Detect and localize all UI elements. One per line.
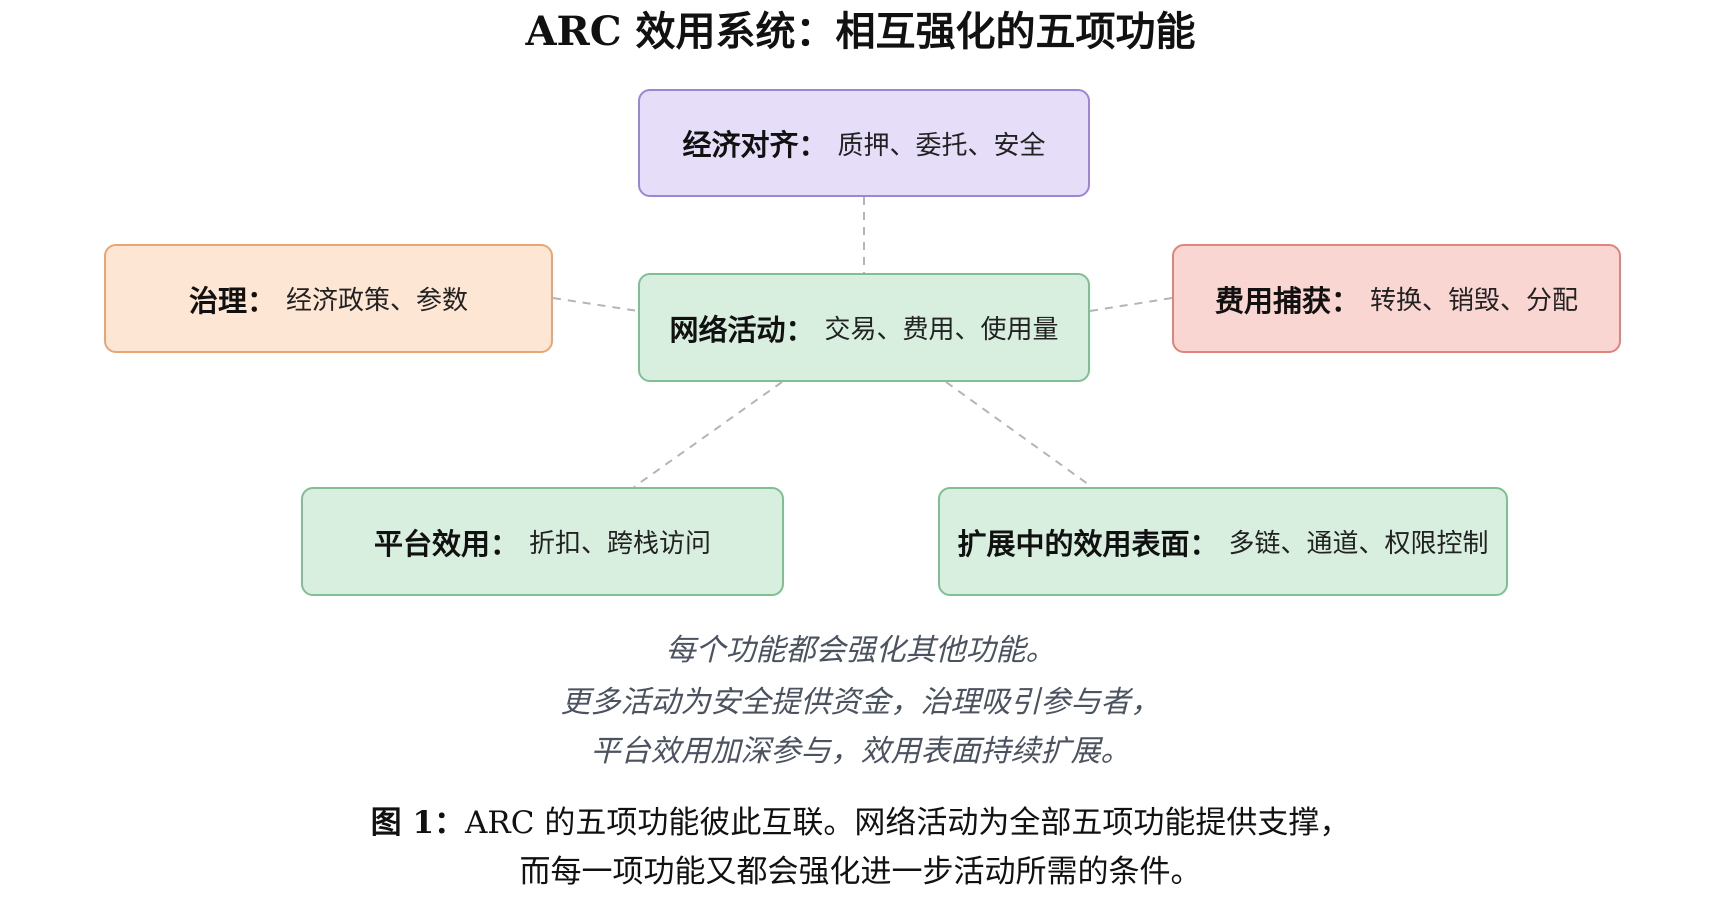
node-name: 经济对齐: [682, 128, 799, 162]
node-colon: ：: [785, 312, 815, 347]
node-colon: ：: [1330, 283, 1360, 318]
node-description: 折扣、跨栈访问: [529, 529, 712, 559]
node-name: 平台效用: [373, 526, 490, 561]
node-expanding-utility-surface: 扩展中的效用表面： 多链、通道、权限控制: [938, 487, 1508, 596]
node-colon: ：: [1189, 526, 1219, 561]
node-governance: 治理： 经济政策、参数: [104, 244, 553, 353]
connector-fee-net: [1089, 297, 1173, 312]
connector-net-plat: [633, 381, 783, 488]
reinforcement-note-line-2: 更多活动为安全提供资金，治理吸引参与者，: [560, 685, 1161, 720]
node-description: 交易、费用、使用量: [824, 315, 1059, 345]
node-name: 费用捕获: [1214, 283, 1331, 318]
node-colon: ：: [489, 526, 519, 561]
figure-caption-line-1: 图 1：ARC 的五项功能彼此互联。网络活动为全部五项功能提供支撑，: [0, 799, 1721, 847]
connector-gov-net: [552, 297, 639, 312]
node-fee-capture: 费用捕获： 转换、销毁、分配: [1172, 244, 1621, 353]
node-name: 扩展中的效用表面: [957, 526, 1190, 561]
node-description: 多链、通道、权限控制: [1228, 529, 1489, 559]
node-colon: ：: [246, 283, 276, 318]
node-name: 治理: [188, 283, 247, 318]
node-economic-alignment: 经济对齐： 质押、委托、安全: [638, 89, 1090, 197]
figure-caption-text-1: ARC 的五项功能彼此互联。网络活动为全部五项功能提供支撑，: [465, 805, 1351, 841]
diagram-title: ARC 效用系统：相互强化的五项功能: [525, 8, 1196, 55]
node-description: 转换、销毁、分配: [1370, 286, 1579, 316]
node-name: 网络活动: [669, 312, 786, 347]
figure-label: 图 1：: [370, 805, 466, 841]
figure-caption-line-2: 而每一项功能又都会强化进一步活动所需的条件。: [519, 854, 1202, 890]
connector-net-exp: [945, 381, 1093, 488]
reinforcement-note-line-3: 平台效用加深参与，效用表面持续扩展。: [590, 734, 1131, 769]
node-network-activity: 网络活动： 交易、费用、使用量: [638, 273, 1090, 382]
node-colon: ：: [798, 128, 828, 162]
node-description: 经济政策、参数: [286, 286, 469, 316]
reinforcement-note-line-1: 每个功能都会强化其他功能。: [665, 633, 1056, 668]
node-platform-utility: 平台效用： 折扣、跨栈访问: [301, 487, 784, 596]
node-description: 质押、委托、安全: [837, 130, 1046, 161]
